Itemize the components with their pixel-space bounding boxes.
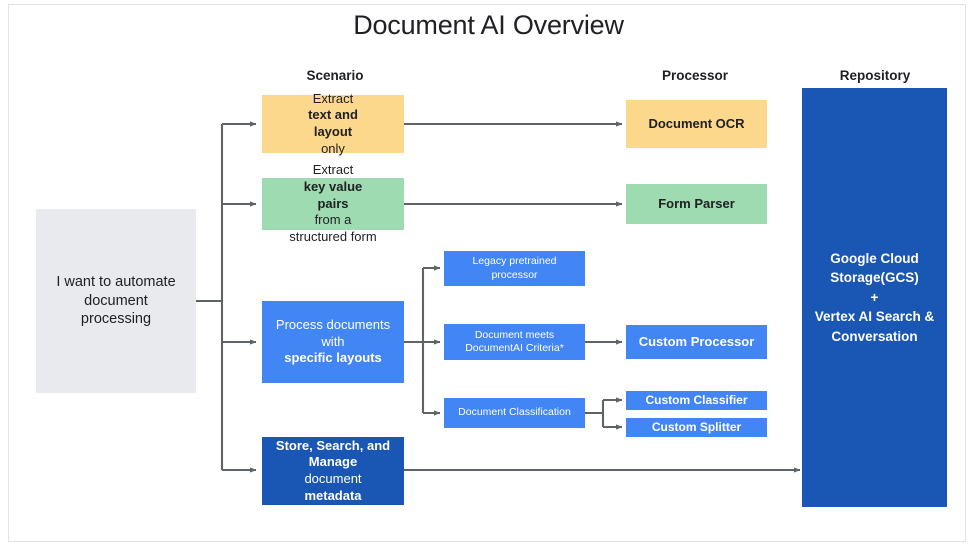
intermediate-document-classification[interactable]: Document Classification xyxy=(444,398,585,428)
scenario-line-3: metadata xyxy=(276,488,390,505)
scenario-line-2: pairs from a xyxy=(289,196,376,229)
repository-line-2: Storage(GCS) xyxy=(830,270,919,286)
scenario-line-2: Manage document xyxy=(276,454,390,487)
processor-label: Custom Processor xyxy=(638,333,755,349)
scenario-text: document xyxy=(304,471,362,486)
scenario-line-2: layout only xyxy=(308,124,358,157)
processor-label: Custom Splitter xyxy=(651,419,742,434)
intermediate-document-meets-criteria[interactable]: Document meets DocumentAI Criteria* xyxy=(444,324,585,360)
repository-line-4: Vertex AI Search & xyxy=(814,309,935,325)
scenario-text: with xyxy=(321,333,345,349)
intermediate-legacy-pretrained-processor[interactable]: Legacy pretrained processor xyxy=(444,251,585,286)
processor-custom-processor[interactable]: Custom Processor xyxy=(626,325,767,359)
processor-custom-splitter[interactable]: Custom Splitter xyxy=(626,418,767,437)
processor-custom-classifier[interactable]: Custom Classifier xyxy=(626,391,767,410)
scenario-text-bold: pairs xyxy=(317,195,349,211)
intermediate-line-2: processor xyxy=(491,268,538,281)
processor-label: Document OCR xyxy=(648,115,745,131)
intermediate-line-1: Document Classification xyxy=(458,406,571,419)
intermediate-line-1: Document meets xyxy=(474,328,555,341)
repository-line-1: Google Cloud xyxy=(830,250,919,266)
entry-label-line3: processing xyxy=(80,311,152,328)
scenario-text-bold: key value xyxy=(303,179,363,195)
scenario-text: Extract xyxy=(312,162,354,178)
scenario-text-bold: Store, Search, and xyxy=(275,437,391,453)
scenario-text: only xyxy=(321,140,345,156)
repository-line-3: + xyxy=(870,289,879,305)
processor-document-ocr[interactable]: Document OCR xyxy=(626,100,767,148)
intermediate-line-2: DocumentAI Criteria* xyxy=(465,342,564,354)
scenario-extract-text-layout[interactable]: Extract text and layout only xyxy=(262,91,404,156)
scenario-line-1: Extract text and xyxy=(308,91,358,124)
processor-form-parser[interactable]: Form Parser xyxy=(626,184,767,224)
scenario-store-search-manage[interactable]: Store, Search, and Manage document metad… xyxy=(262,437,404,505)
page-title: Document AI Overview xyxy=(353,10,624,40)
column-header-scenario: Scenario xyxy=(306,68,364,83)
processor-label: Custom Classifier xyxy=(645,392,748,407)
repository-line-5: Conversation xyxy=(831,328,918,344)
scenario-text-bold: metadata xyxy=(304,487,362,503)
column-header-repository: Repository xyxy=(839,68,911,83)
scenario-process-specific-layouts[interactable]: Process documents with specific layouts xyxy=(262,301,404,383)
entry-node: I want to automate document processing xyxy=(36,209,196,393)
scenario-text-bold: layout xyxy=(313,124,353,139)
scenario-text: Extract xyxy=(312,90,354,106)
scenario-line-2: with specific layouts xyxy=(276,334,390,367)
scenario-text: from a xyxy=(314,212,352,228)
scenario-line-1: Extract key value xyxy=(289,162,376,195)
repository-node[interactable]: Google Cloud Storage(GCS) + Vertex AI Se… xyxy=(802,88,947,507)
scenario-text-bold: Manage xyxy=(308,454,358,470)
scenario-line-3: structured form xyxy=(289,228,377,244)
scenario-extract-key-value[interactable]: Extract key value pairs from a structure… xyxy=(262,162,404,244)
column-header-processor: Processor xyxy=(661,68,729,83)
scenario-line-1: Process documents xyxy=(275,317,391,333)
intermediate-line-1: Legacy pretrained xyxy=(472,255,557,268)
scenario-text-bold: text and xyxy=(308,107,358,123)
scenario-text-bold: specific layouts xyxy=(284,350,382,366)
processor-label: Form Parser xyxy=(658,195,735,211)
entry-label-line2: document xyxy=(84,292,148,309)
scenario-line-1: Store, Search, and xyxy=(276,438,390,455)
entry-label-line1: I want to automate xyxy=(56,274,176,291)
